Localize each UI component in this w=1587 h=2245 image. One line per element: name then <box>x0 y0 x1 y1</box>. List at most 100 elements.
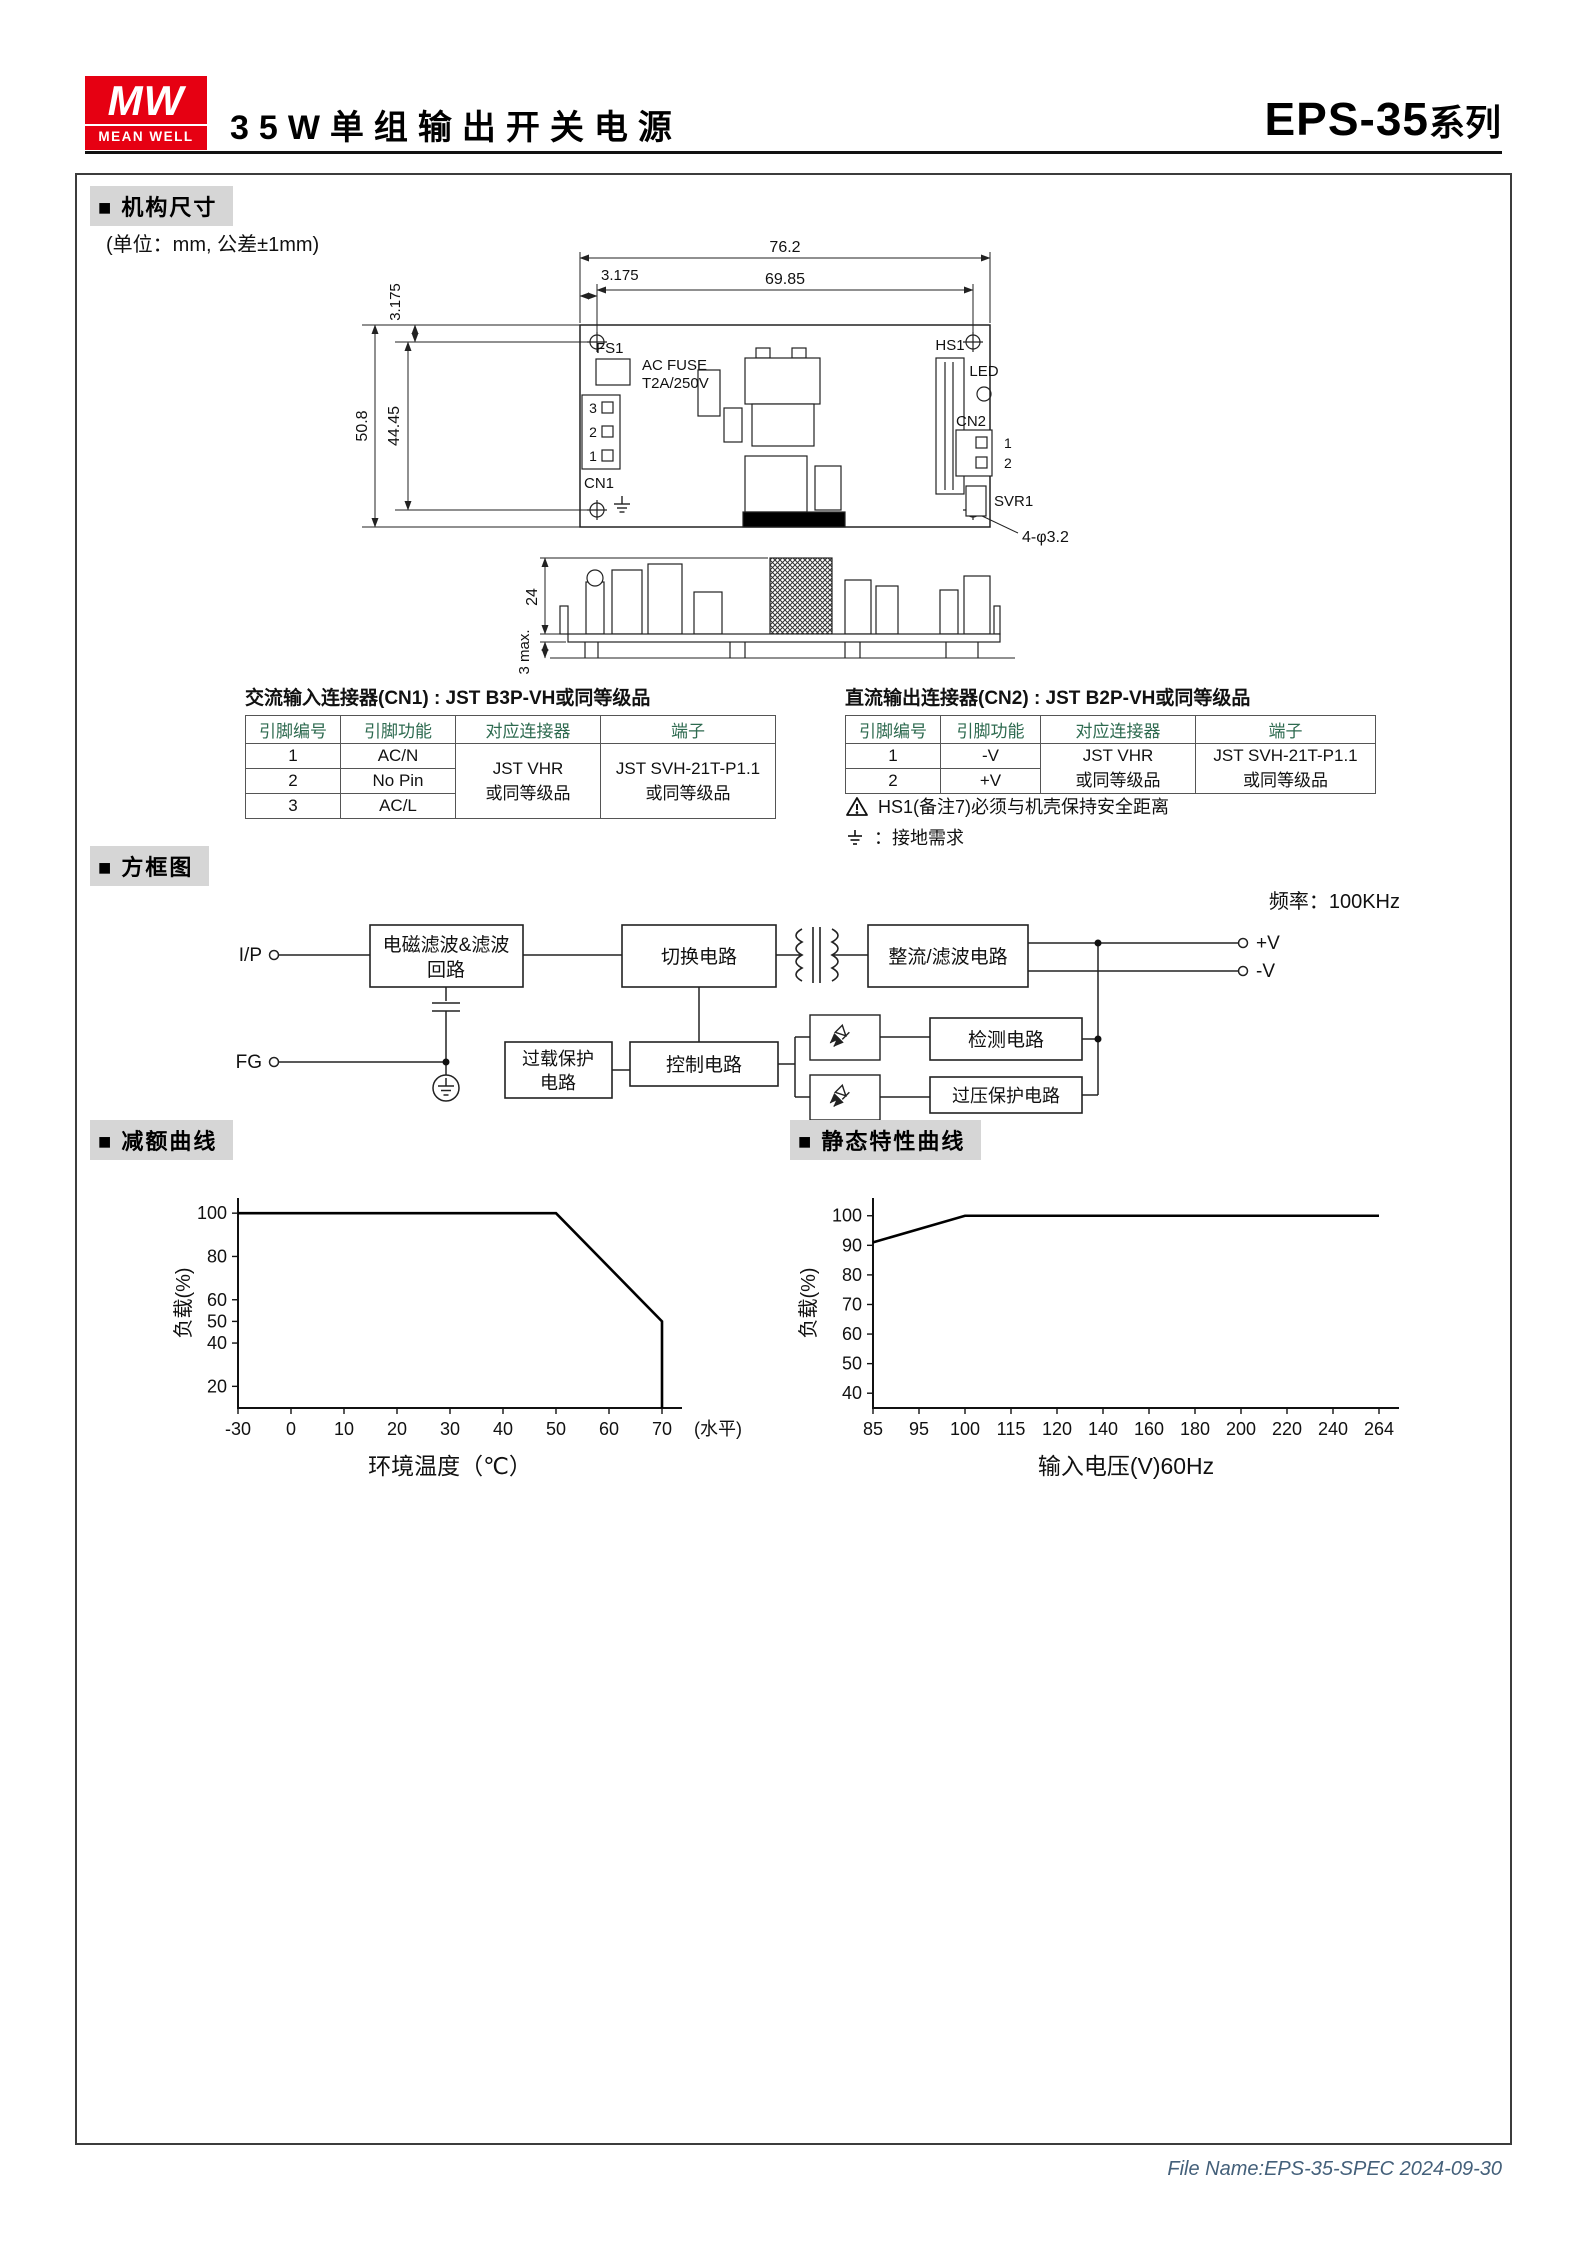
svg-text:80: 80 <box>842 1265 862 1285</box>
cn1-label: CN1 <box>584 475 614 492</box>
switching-box: 切换电路 <box>661 946 737 968</box>
cn1-table-title: 交流输入连接器(CN1) : JST B3P-VH或同等级品 <box>245 688 651 709</box>
optocoupler-1 <box>809 1014 881 1061</box>
series-code: EPS-35 <box>1264 93 1429 145</box>
svg-text:(水平): (水平) <box>694 1419 742 1439</box>
svg-text:140: 140 <box>1088 1419 1118 1439</box>
svg-text:负载(%): 负载(%) <box>797 1267 820 1338</box>
svg-text:-30: -30 <box>225 1419 251 1439</box>
side-view <box>550 557 1015 659</box>
svg-text:100: 100 <box>832 1206 862 1226</box>
cn2-connector-line2: 或同等级品 <box>1075 771 1161 790</box>
cn2-terminal-line1: JST SVH-21T-P1.1 <box>1213 746 1358 765</box>
overload-box-line1: 过载保护 <box>522 1049 594 1069</box>
cn1-header-function: 引脚功能 <box>340 715 456 744</box>
cn2-row2-function: +V <box>940 768 1041 794</box>
cn1-terminal-line2: 或同等级品 <box>645 783 731 803</box>
hole-diameter-callout: 4-φ3.2 <box>1022 529 1069 546</box>
svg-text:100: 100 <box>950 1419 980 1439</box>
diagram-boxes <box>369 924 1083 1114</box>
svr1-label: SVR1 <box>994 493 1033 510</box>
cn1-table: 引脚编号 引脚功能 对应连接器 端子 1 AC/N JST VHR 或同等级品 … <box>245 715 776 819</box>
header-divider <box>85 151 1502 154</box>
rectifier-box: 整流/滤波电路 <box>888 946 1007 968</box>
ground-note: ：接地需求 <box>845 824 964 850</box>
frequency-note: 频率：100KHz <box>1268 891 1400 913</box>
ovp-box: 过压保护电路 <box>952 1086 1060 1106</box>
cn2-table-block: 直流输出连接器(CN2) : JST B2P-VH或同等级品 引脚编号 引脚功能… <box>845 683 1376 794</box>
cn1-pin-2: 2 <box>589 424 597 440</box>
cn1-pin-3: 3 <box>589 400 597 416</box>
section-mechanical-title: ■ 机构尺寸 <box>90 186 234 226</box>
meanwell-logo: MW MEAN WELL <box>85 76 207 150</box>
svg-text:70: 70 <box>842 1294 862 1314</box>
svg-text:50: 50 <box>546 1419 566 1439</box>
cn2-pin-2: 2 <box>1004 455 1012 471</box>
cn2-header-pin: 引脚编号 <box>845 715 941 744</box>
junction-dot <box>1094 1035 1102 1043</box>
svg-text:输入电压(V)60Hz: 输入电压(V)60Hz <box>1038 1453 1214 1479</box>
fuse-label-line1: AC FUSE <box>642 357 707 374</box>
svg-text:90: 90 <box>842 1235 862 1255</box>
pcb-components <box>581 347 993 528</box>
transformer-symbol <box>795 927 839 983</box>
mounting-holes <box>587 332 983 520</box>
svg-text:100: 100 <box>197 1203 227 1223</box>
dim-offset-top: 3.175 <box>601 267 639 284</box>
table-row: 2 No Pin <box>245 768 776 794</box>
svg-text:40: 40 <box>842 1383 862 1403</box>
cn1-table-block: 交流输入连接器(CN1) : JST B3P-VH或同等级品 引脚编号 引脚功能… <box>245 683 776 819</box>
cn1-terminal-cell: JST SVH-21T-P1.1 或同等级品 <box>600 743 776 819</box>
table-row: 2 +V <box>845 768 1376 794</box>
page-title: 35W单组输出开关电源 <box>230 109 682 147</box>
section-static-title: ■ 静态特性曲线 <box>790 1120 982 1160</box>
svg-text:240: 240 <box>1318 1419 1348 1439</box>
cn1-header-terminal: 端子 <box>600 715 776 744</box>
svg-text:95: 95 <box>909 1419 929 1439</box>
vplus-label: +V <box>1256 933 1280 954</box>
ground-mark <box>614 496 630 513</box>
cn2-pin-1: 1 <box>1004 435 1012 451</box>
svg-text:180: 180 <box>1180 1419 1210 1439</box>
cn2-terminal-line2: 或同等级品 <box>1243 771 1328 790</box>
footer-filename: File Name:EPS-35-SPEC 2024-09-30 <box>1167 2158 1502 2180</box>
dim-offset-left: 3.175 <box>387 283 404 321</box>
cn2-row2-pin: 2 <box>845 768 941 794</box>
svg-text:85: 85 <box>863 1419 883 1439</box>
svg-text:120: 120 <box>1042 1419 1072 1439</box>
logo-mw-text: MW <box>107 77 185 124</box>
svg-text:200: 200 <box>1226 1419 1256 1439</box>
svg-text:环境温度（℃）: 环境温度（℃） <box>368 1453 532 1479</box>
cn2-table: 引脚编号 引脚功能 对应连接器 端子 1 -V JST VHR 或同等级品 JS… <box>845 715 1376 794</box>
cn2-header-terminal: 端子 <box>1195 715 1376 744</box>
control-box: 控制电路 <box>666 1054 742 1076</box>
fg-terminal <box>268 1056 280 1068</box>
dim-height-inner: 44.45 <box>386 406 403 446</box>
cn1-row2-pin: 2 <box>245 768 341 794</box>
hs1-warning-text: HS1(备注7)必须与机壳保持安全距离 <box>878 797 1170 817</box>
dim-height-total: 50.8 <box>354 410 371 441</box>
cn1-row2-function: No Pin <box>340 768 456 794</box>
overload-box-line2: 电路 <box>540 1073 576 1093</box>
emi-filter-box-line1: 电磁滤波&滤波 <box>383 934 510 956</box>
fs1-label: FS1 <box>596 340 624 357</box>
svg-text:10: 10 <box>334 1419 354 1439</box>
ip-terminal <box>268 949 280 961</box>
svg-text:60: 60 <box>207 1290 227 1310</box>
dim-pin-length: 3 max. <box>516 629 533 674</box>
logo-meanwell-text: MEAN WELL <box>85 124 207 148</box>
led-label: LED <box>969 363 998 380</box>
cn1-row3-function: AC/L <box>340 793 456 819</box>
svg-text:60: 60 <box>599 1419 619 1439</box>
svg-text:220: 220 <box>1272 1419 1302 1439</box>
cn2-header-function: 引脚功能 <box>940 715 1041 744</box>
hs1-warning-note: HS1(备注7)必须与机壳保持安全距离 <box>845 793 1169 819</box>
series-suffix: 系列 <box>1428 102 1501 143</box>
cn1-header-connector: 对应连接器 <box>455 715 601 744</box>
fuse-label-line2: T2A/250V <box>642 375 709 392</box>
svg-text:50: 50 <box>842 1354 862 1374</box>
svg-text:负载(%): 负载(%) <box>172 1267 195 1338</box>
svg-text:30: 30 <box>440 1419 460 1439</box>
